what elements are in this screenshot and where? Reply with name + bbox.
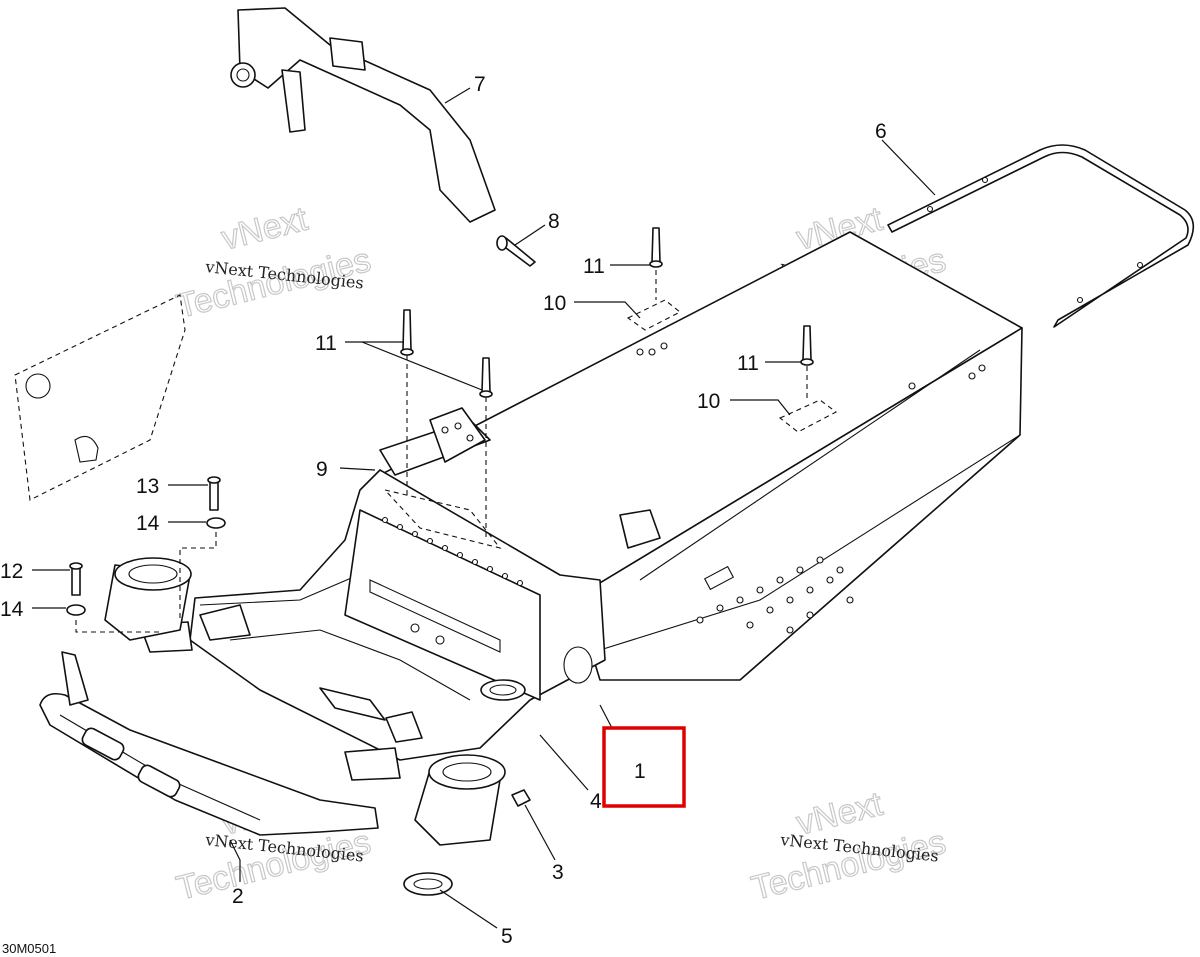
callout-10-right: 10: [697, 390, 720, 413]
callout-11-right: 11: [737, 352, 759, 375]
callout-14-upper: 14: [136, 512, 160, 535]
washers-14: [66, 517, 226, 616]
callout-10-top: 10: [543, 292, 566, 315]
tunnel-perforations: [696, 556, 854, 634]
bushing: [403, 872, 453, 896]
callout-2: 2: [232, 885, 244, 908]
callout-8: 8: [548, 210, 560, 233]
drawing-code: 30M0501: [2, 941, 56, 956]
callout-4: 4: [590, 790, 602, 813]
left-spindle-tube: [104, 557, 192, 641]
steering-support: [230, 7, 496, 223]
front-bumper: [39, 651, 379, 836]
front-wall-holes: [381, 516, 524, 587]
watermark-top-left: vNext Technologies vNext Technologies: [172, 199, 375, 326]
callout-1: 1: [634, 760, 646, 783]
right-spindle-tube: [414, 679, 526, 846]
rivet-8: [496, 235, 536, 267]
callout-12: 12: [0, 560, 23, 583]
leader-lines: [32, 87, 936, 929]
callout-9: 9: [316, 458, 328, 481]
callout-5: 5: [501, 925, 513, 948]
svg-text:Technologies: Technologies: [748, 823, 950, 908]
side-panel: [14, 294, 186, 501]
callout-6: 6: [875, 120, 887, 143]
callout-13: 13: [136, 475, 159, 498]
svg-text:vNext: vNext: [218, 200, 312, 258]
callout-7: 7: [474, 73, 486, 96]
callout-labels: 1 2 3 4 5 6 7 8 9 10 10 11 11 11 12 13 1…: [0, 73, 887, 948]
watermark-bottom-right: vNext Technologies vNext Technologies: [747, 784, 950, 908]
screw-12: [69, 562, 83, 596]
callout-1-highlight: [602, 726, 686, 808]
engine-mount-plate: [379, 407, 661, 549]
callout-14-lower: 14: [0, 598, 24, 621]
screw-13: [207, 476, 221, 511]
rear-bumper-loop: [887, 144, 1195, 328]
callout-11-top: 11: [583, 255, 605, 278]
nut-3: [511, 789, 531, 807]
callout-3: 3: [552, 861, 564, 884]
callout-11-left: 11: [315, 332, 337, 355]
svg-text:Technologies: Technologies: [173, 823, 375, 908]
nut-plates-10: [383, 299, 838, 549]
